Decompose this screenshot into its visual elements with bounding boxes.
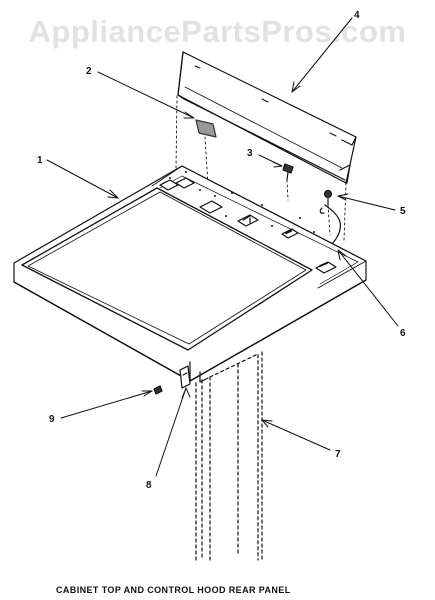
callout-2: 2: [86, 66, 92, 77]
control-panel-cutouts: [159, 177, 337, 274]
watermark: AppliancePartsPros.com: [28, 14, 407, 49]
callout-9: 9: [49, 414, 55, 425]
alignment-lines: [175, 95, 347, 241]
front-bracket: [153, 365, 191, 395]
callout-numbers: 1 2 3 4 5 6 7 8 9: [37, 10, 406, 491]
diagram-caption: CABINET TOP AND CONTROL HOOD REAR PANEL: [56, 585, 291, 595]
callout-5: 5: [400, 206, 406, 217]
screw-5: [323, 189, 333, 206]
hood-screw: [282, 163, 294, 181]
callout-6: 6: [400, 328, 406, 339]
callout-8: 8: [146, 480, 152, 491]
leader-lines: [46, 17, 399, 477]
callout-4: 4: [354, 10, 360, 21]
screw-holes: [169, 171, 315, 233]
callout-1: 1: [37, 155, 43, 166]
cabinet-top: [13, 165, 367, 382]
callout-3: 3: [247, 148, 253, 159]
callout-7: 7: [335, 449, 341, 460]
cabinet-body: [195, 351, 263, 561]
control-hood-rear-panel: [177, 51, 357, 184]
label-plate: [195, 119, 217, 138]
